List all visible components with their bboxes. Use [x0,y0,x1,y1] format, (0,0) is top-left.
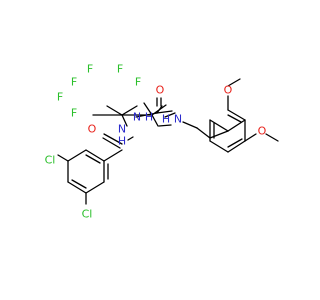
bond [67,149,87,162]
bond [106,105,123,116]
bond [67,181,87,194]
bond [85,181,105,194]
bond [227,114,242,123]
bond [244,133,257,142]
bond [209,140,229,153]
bond [156,110,173,114]
bond [121,114,128,127]
fluorine-label: F [87,63,93,76]
chlorine-label: Cl [82,208,93,221]
hydrogen-label: H [118,135,126,148]
bonds [57,78,279,205]
bond [85,154,101,164]
bond [71,179,87,189]
nitrogen-label: N [133,111,141,124]
fluorine-label: F [117,63,123,76]
molecule-structure: F F F F F F Cl Cl O O O O N N N H H H [45,63,279,221]
bond [103,149,123,162]
bond [85,149,105,162]
bond [102,137,121,149]
nitrogen-label: N [174,113,182,126]
oxygen-label: O [88,123,97,136]
bond [227,138,243,148]
bond [209,119,229,132]
oxygen-label: O [224,84,233,97]
fluorine-label: F [71,107,77,120]
bond [209,130,229,139]
bond [121,105,138,116]
bond [135,112,158,118]
hydrogen-label: H [145,111,153,124]
oxygen-label: O [258,125,267,138]
fluorine-label: F [71,76,77,89]
bond [164,112,176,118]
bond [227,119,246,132]
bond [143,102,153,116]
bond [156,105,163,114]
fluorine-label: F [135,76,141,89]
hydrogen-label: H [162,113,170,126]
bond [151,114,159,127]
bond [227,78,241,87]
bond [103,133,123,145]
bond [127,136,134,141]
bond [227,140,246,153]
bond [57,154,69,162]
atom-labels: F F F F F F Cl Cl O O O O N N N H H H [45,63,267,221]
fluorine-label: F [57,91,63,104]
chlorine-label: Cl [45,154,56,167]
oxygen-label: O [156,84,165,97]
bond [196,127,211,139]
bond [158,124,172,127]
nitrogen-label: N [118,123,126,136]
bond [265,133,279,142]
bond [227,109,246,121]
bond [182,121,198,129]
